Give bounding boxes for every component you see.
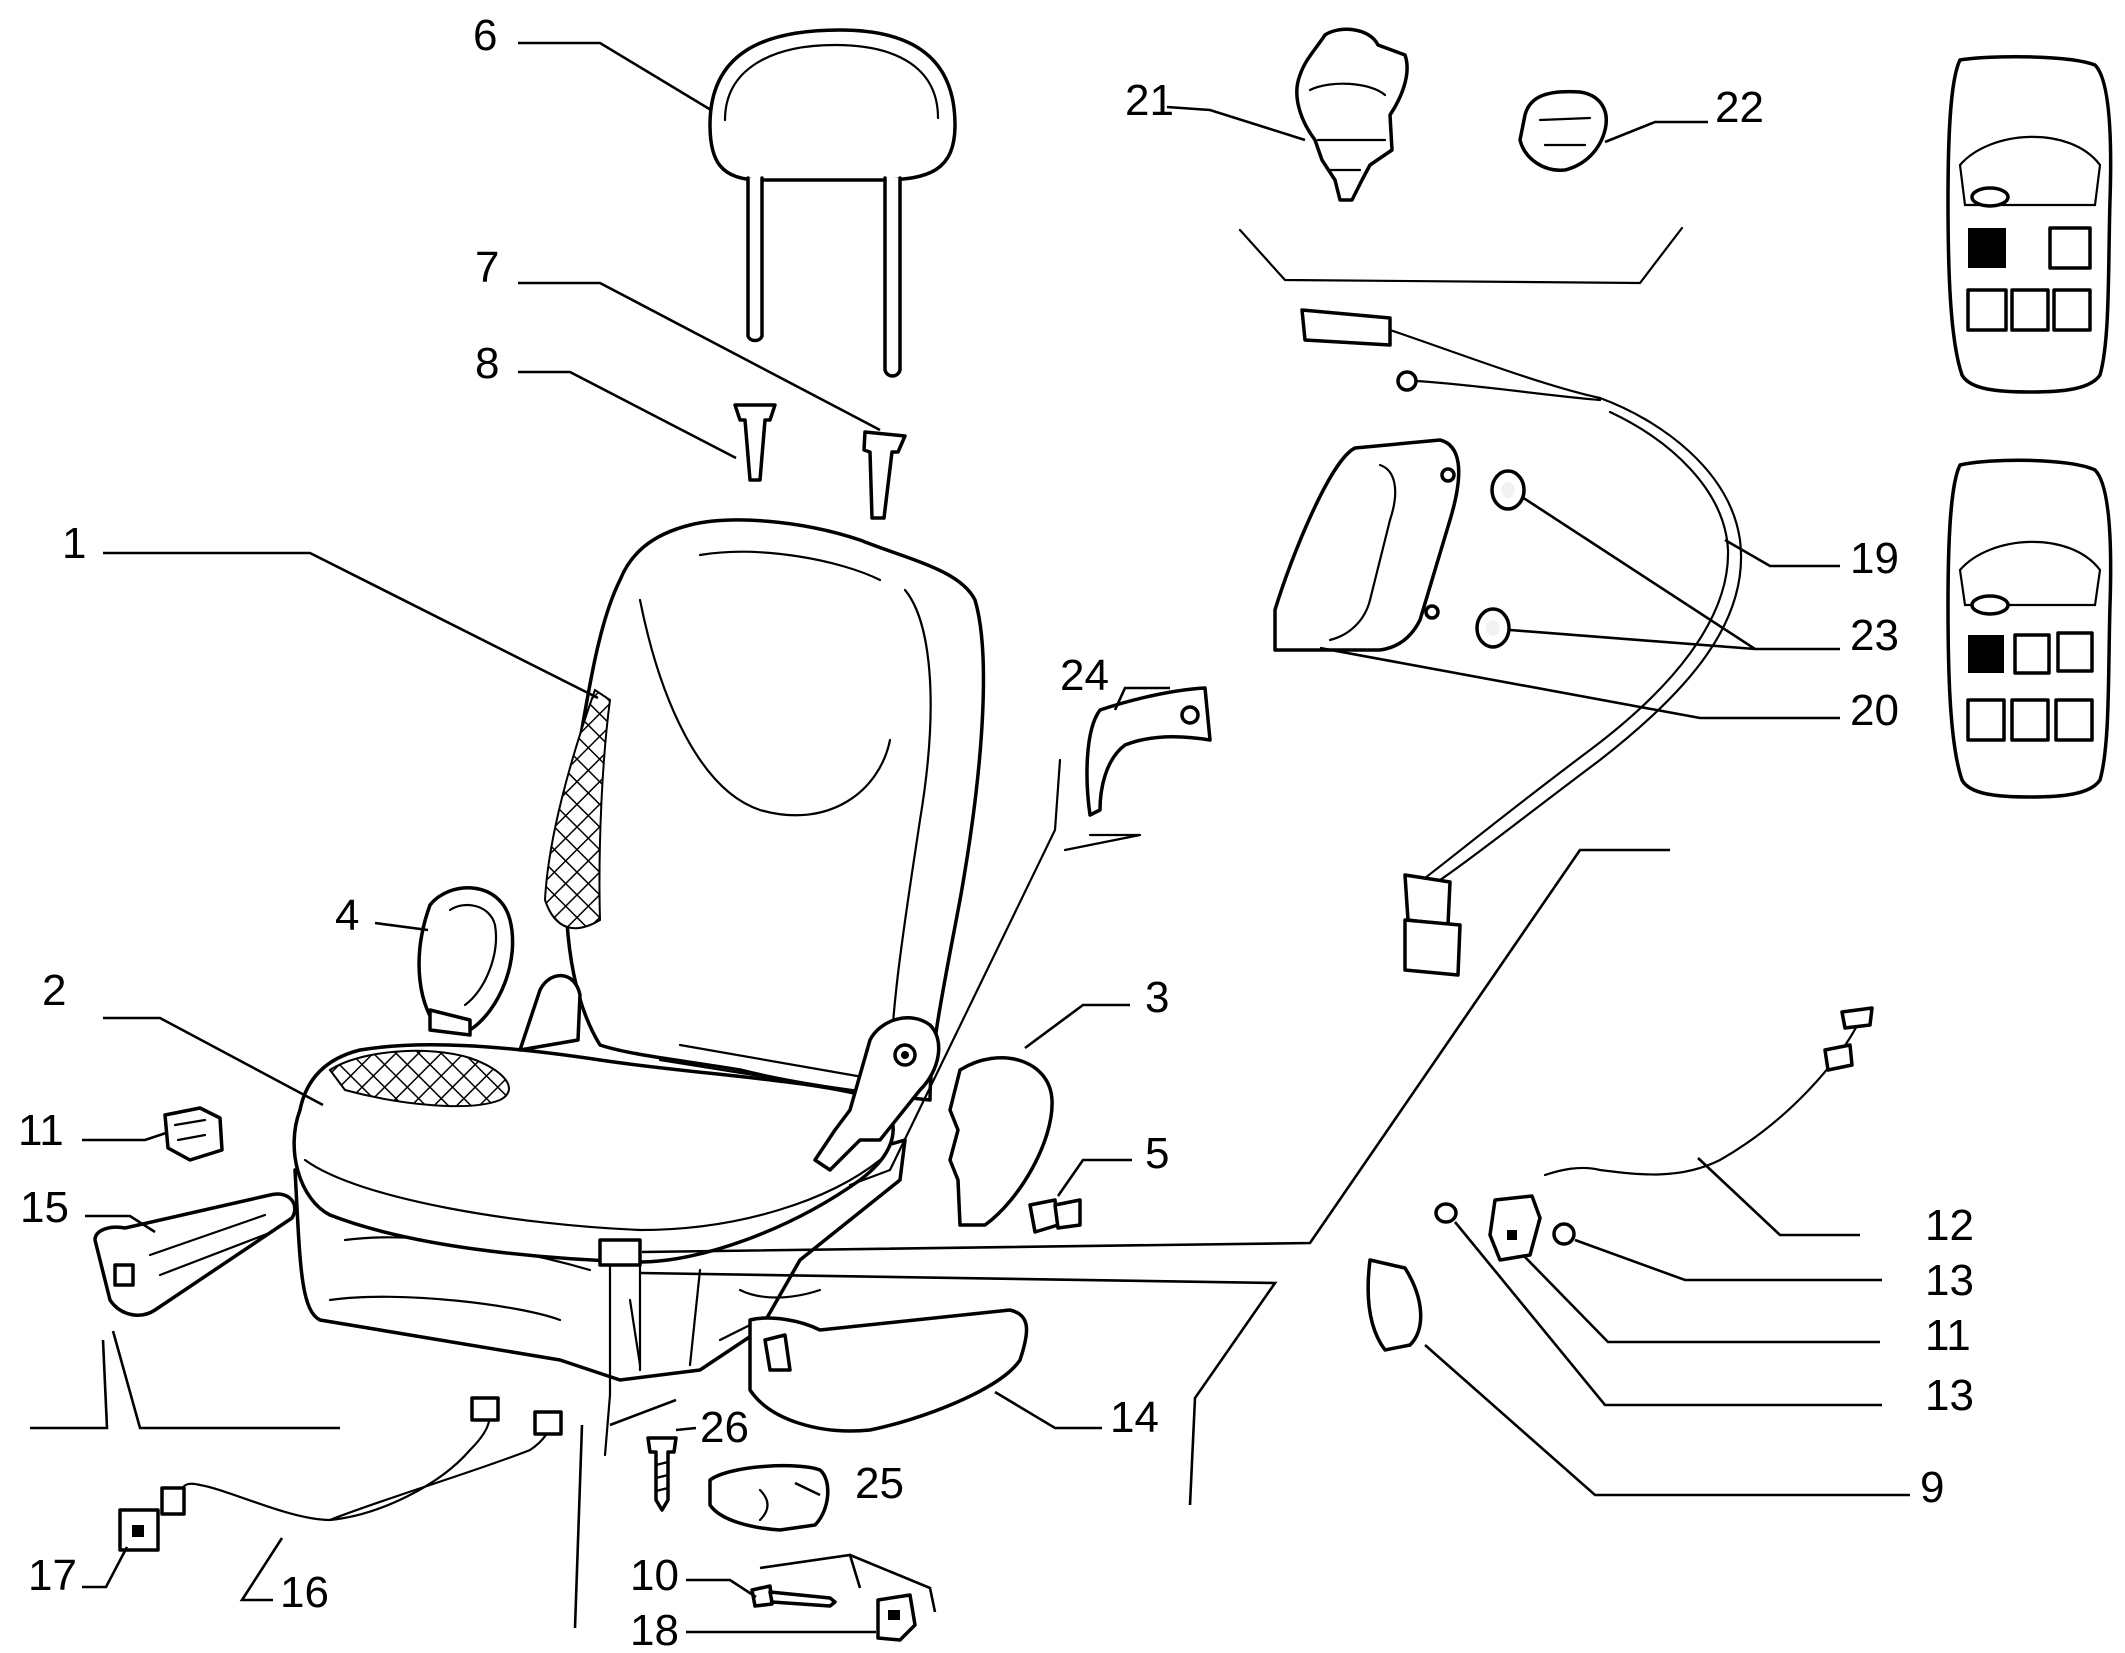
part-21-clip — [1295, 27, 1409, 202]
part-12-cable — [1543, 1006, 1874, 1177]
part-13-clip-b — [1434, 1202, 1458, 1224]
callout-13-upper: 13 — [1925, 1256, 1974, 1305]
seat-control-panel-bottom — [1946, 458, 2113, 799]
part-20-module — [1273, 438, 1461, 652]
callout-12: 12 — [1925, 1201, 1974, 1250]
headrest-guide-7 — [862, 430, 907, 520]
callout-11-right: 11 — [1925, 1311, 1971, 1360]
leader-lines — [30, 41, 1910, 1634]
seat-control-panel-top — [1946, 54, 2113, 394]
part-9-knob — [1366, 1258, 1423, 1352]
callout-21: 21 — [1125, 76, 1174, 125]
callout-22: 22 — [1715, 83, 1764, 132]
part-24-lever — [1085, 686, 1212, 817]
part-19-harness — [1300, 308, 1743, 977]
callout-15: 15 — [20, 1183, 69, 1232]
callout-10: 10 — [630, 1551, 679, 1600]
callout-8: 8 — [475, 339, 499, 388]
part-26-screw — [646, 1436, 678, 1512]
callout-13-lower: 13 — [1925, 1371, 1974, 1420]
part-4-cover — [417, 886, 515, 1037]
callout-9: 9 — [1920, 1463, 1944, 1512]
part-13-clip-a — [1552, 1222, 1576, 1246]
callout-24: 24 — [1060, 651, 1109, 700]
callout-25: 25 — [855, 1459, 904, 1508]
callout-18: 18 — [630, 1606, 679, 1653]
callout-5: 5 — [1145, 1129, 1169, 1178]
bracket-21-22 — [1238, 226, 1684, 285]
callout-14: 14 — [1110, 1393, 1159, 1442]
callout-16: 16 — [280, 1568, 329, 1617]
callout-26: 26 — [700, 1403, 749, 1452]
part-22-clip — [1518, 89, 1608, 172]
part-15-side-panel — [93, 1192, 297, 1317]
callout-3: 3 — [1145, 973, 1169, 1022]
part-18-clip — [876, 1593, 917, 1642]
callout-20: 20 — [1850, 686, 1899, 735]
callout-1: 1 — [62, 519, 86, 568]
callout-7: 7 — [475, 243, 499, 292]
part-11-left-bracket — [163, 1106, 224, 1162]
part-25-clip — [708, 1463, 830, 1532]
callout-numbers: 1 2 3 4 5 6 7 8 9 10 11 11 12 13 13 14 1… — [18, 11, 1974, 1653]
part-5-screw — [1028, 1198, 1082, 1234]
callout-2: 2 — [42, 966, 66, 1015]
part-23-nuts — [1475, 469, 1526, 649]
callout-19: 19 — [1850, 534, 1899, 583]
headrest-guide-8 — [733, 403, 777, 482]
headrest — [708, 28, 957, 378]
callout-4: 4 — [335, 891, 359, 940]
part-16-wiring — [160, 1396, 563, 1522]
part-11-right-bracket — [1488, 1194, 1542, 1262]
part-3-cover — [948, 1056, 1054, 1227]
callout-6: 6 — [473, 11, 497, 60]
part-10-screw — [750, 1584, 837, 1608]
callout-23: 23 — [1850, 611, 1899, 660]
callout-11-left: 11 — [18, 1106, 64, 1155]
part-14-side-trim — [748, 1308, 1029, 1433]
callout-17: 17 — [28, 1551, 77, 1600]
part-17-connector — [118, 1508, 160, 1552]
